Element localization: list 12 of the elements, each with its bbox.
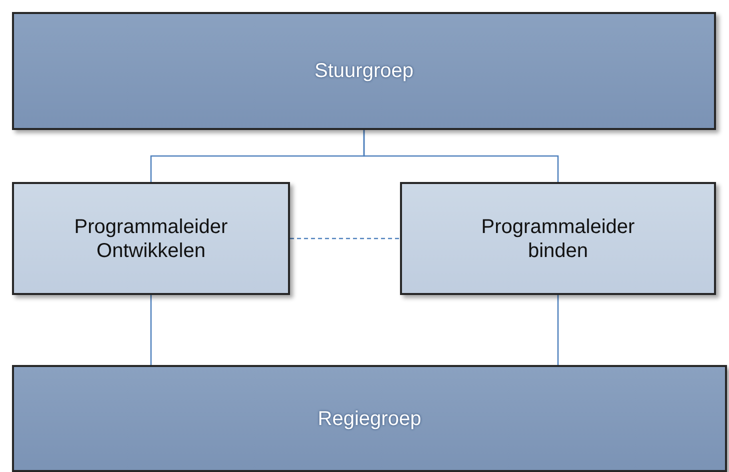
connector-line xyxy=(150,295,152,365)
box-label: Programmaleider Ontwikkelen xyxy=(73,214,229,262)
org-box xyxy=(12,365,727,472)
connector-line xyxy=(363,130,559,182)
box-label: Stuurgroep xyxy=(314,59,414,83)
connector-line xyxy=(557,295,559,365)
connector-line xyxy=(290,238,400,240)
org-box xyxy=(400,182,716,295)
box-label: Regiegroep xyxy=(318,406,422,430)
org-box xyxy=(12,12,716,130)
box-label: Programmaleider binden xyxy=(480,214,636,262)
org-box xyxy=(12,182,290,295)
